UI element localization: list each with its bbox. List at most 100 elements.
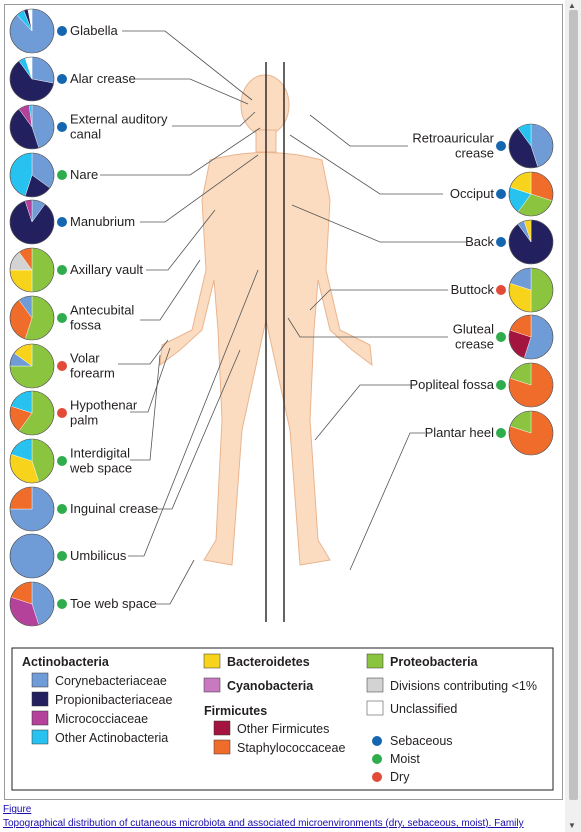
env-dot-sebaceous (496, 237, 506, 247)
env-dot-moist (57, 504, 67, 514)
env-dot-dry (57, 408, 67, 418)
legend-swatch (31, 672, 49, 688)
pie-left-5 (9, 247, 55, 293)
env-dot-sebaceous (57, 217, 67, 227)
site-label-right: Plantar heel (425, 425, 494, 440)
pie-left-0 (9, 8, 55, 54)
legend-swatch-divisions (366, 677, 384, 693)
env-dot-moist (57, 456, 67, 466)
site-label-right: Gluteal (453, 322, 494, 337)
legend-swatch (31, 691, 49, 707)
pie-left-10 (9, 486, 55, 532)
legend-swatch (31, 729, 49, 745)
site-label-left: Volar (70, 351, 100, 366)
pie-slice (9, 533, 55, 579)
legend-env-dot (372, 754, 382, 764)
pie-slice (9, 486, 33, 510)
pie-outline (508, 267, 554, 313)
site-label-left: Interdigital (70, 446, 130, 461)
legend-swatch (31, 710, 49, 726)
site-label-right: crease (455, 146, 494, 161)
pie-right-0 (508, 123, 554, 169)
site-label-left: External auditory (70, 112, 168, 127)
pie-slice (31, 247, 55, 293)
env-dot-moist (496, 428, 506, 438)
pie-right-4 (508, 314, 554, 360)
legend-env-item: Sebaceous (390, 734, 453, 748)
pie-outline (508, 123, 554, 169)
legend-unclassified: Unclassified (390, 702, 457, 716)
env-dot-dry (496, 285, 506, 295)
pie-outline (508, 410, 554, 456)
env-dot-sebaceous (57, 26, 67, 36)
pie-outline (9, 8, 55, 54)
pie-left-2 (9, 104, 55, 150)
pie-right-3 (508, 267, 554, 313)
legend-bacteroidetes: Bacteroidetes (227, 655, 310, 669)
legend-env-item: Moist (390, 752, 420, 766)
legend-swatch-unclassified (366, 700, 384, 716)
site-label-left: Axillary vault (70, 262, 143, 277)
legend-actino-item: Corynebacteriaceae (55, 674, 167, 688)
site-label-left: palm (70, 413, 98, 428)
pie-left-9 (9, 438, 55, 484)
pie-outline (9, 56, 55, 102)
site-label-left: Toe web space (70, 596, 157, 611)
right-sites: RetroauricularcreaseOcciputBackButtockGl… (409, 123, 554, 456)
pie-outline (9, 486, 55, 532)
pie-slice (530, 267, 554, 313)
site-label-right: crease (455, 337, 494, 352)
pie-outline (9, 390, 55, 436)
legend-divisions: Divisions contributing <1% (390, 679, 537, 693)
legend-firmicutes-title: Firmicutes (204, 704, 267, 718)
pie-slice (9, 269, 33, 293)
site-label-left: Hypothenar (70, 398, 138, 413)
pie-left-4 (9, 199, 55, 245)
site-label-left: fossa (70, 318, 102, 333)
figure-link[interactable]: Figure (3, 804, 32, 815)
legend-env-dot (372, 736, 382, 746)
pie-outline (9, 104, 55, 150)
pie-outline (9, 199, 55, 245)
site-label-right: Occiput (450, 186, 494, 201)
env-dot-moist (57, 551, 67, 561)
legend: Actinobacteria CorynebacteriaceaePropion… (22, 653, 537, 784)
site-label-right: Back (465, 234, 494, 249)
pie-right-5 (508, 362, 554, 408)
legend-actino-item: Propionibacteriaceae (55, 693, 172, 707)
legend-proteobacteria: Proteobacteria (390, 655, 479, 669)
scroll-down-arrow-icon[interactable]: ▼ (568, 821, 576, 830)
env-dot-moist (57, 170, 67, 180)
site-label-left: canal (70, 127, 101, 142)
pie-right-2 (508, 219, 554, 265)
leader-lines (100, 30, 466, 605)
body-silhouette (159, 74, 373, 566)
env-dot-moist (57, 265, 67, 275)
legend-actino-item: Other Actinobacteria (55, 731, 168, 745)
legend-actino-item: Micrococciaceae (55, 712, 148, 726)
site-label-left: Nare (70, 167, 98, 182)
site-label-left: Umbilicus (70, 548, 127, 563)
pie-left-8 (9, 390, 55, 436)
pie-outline (508, 362, 554, 408)
env-dot-moist (496, 332, 506, 342)
site-label-left: Alar crease (70, 71, 136, 86)
pie-right-6 (508, 410, 554, 456)
site-label-left: forearm (70, 366, 115, 381)
legend-env-item: Dry (390, 770, 410, 784)
env-dot-moist (57, 599, 67, 609)
pie-left-11 (9, 533, 55, 579)
legend-swatch-cyanobacteria (203, 677, 221, 693)
legend-firmicutes-item: Staphylococcaceae (237, 741, 345, 755)
pie-outline (9, 343, 55, 389)
site-label-right: Retroauricular (412, 131, 494, 146)
legend-env-dot (372, 772, 382, 782)
pie-outline (508, 219, 554, 265)
env-dot-moist (496, 380, 506, 390)
scroll-up-arrow-icon[interactable]: ▲ (568, 1, 576, 10)
figure-caption-link[interactable]: Topographical distribution of cutaneous … (3, 818, 524, 829)
legend-swatch-bacteroidetes (203, 653, 221, 669)
scrollbar-thumb[interactable] (569, 10, 578, 800)
pie-outline (9, 438, 55, 484)
